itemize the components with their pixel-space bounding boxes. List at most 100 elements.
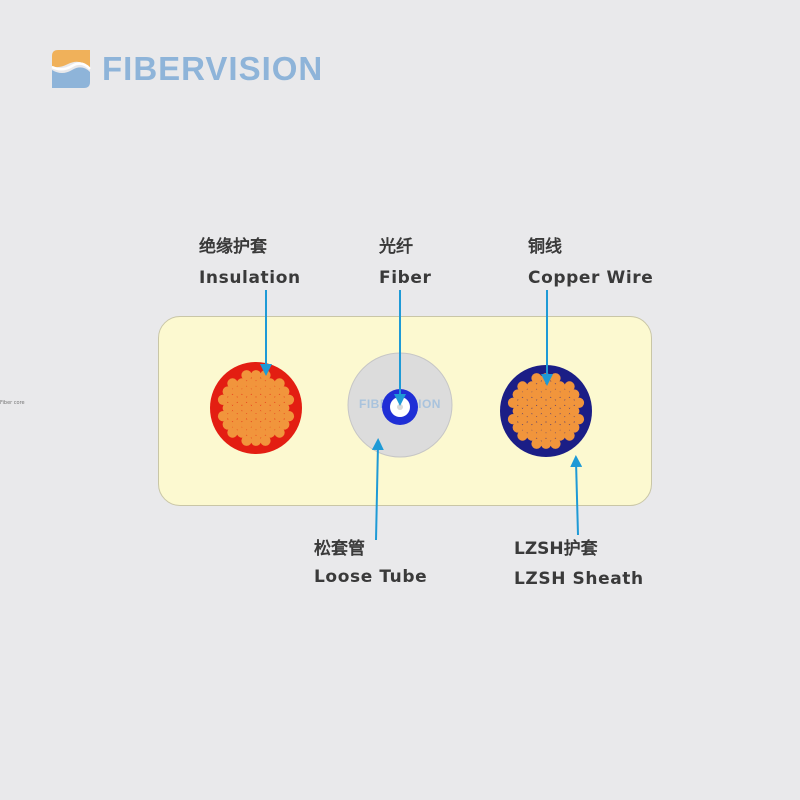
- copper-strand: [241, 386, 252, 397]
- copper-strand: [554, 430, 566, 441]
- copper-strand: [274, 378, 285, 389]
- copper-strand: [222, 402, 233, 414]
- copper-strand: [550, 438, 561, 449]
- copper-strand: [512, 389, 523, 400]
- copper-strand: [531, 438, 542, 449]
- copper-strand: [522, 405, 533, 417]
- copper-strand: [564, 430, 575, 441]
- copper-strand: [232, 386, 243, 397]
- copper-strand: [222, 386, 233, 397]
- copper-strand: [250, 402, 262, 414]
- copper-strand: [264, 378, 276, 389]
- copper-strand: [227, 394, 238, 405]
- copper-strand: [217, 411, 229, 422]
- copper-strand: [246, 394, 257, 405]
- copper-strand: [269, 419, 280, 430]
- copper-strand: [246, 427, 257, 438]
- label-fiber-cn: 光纤: [379, 237, 413, 257]
- copper-strand: [279, 402, 290, 414]
- copper-strand: [264, 394, 276, 405]
- copper-strands-right: [507, 373, 585, 449]
- copper-strand: [269, 386, 280, 397]
- label-sheath-cn: LZSH护套: [514, 539, 598, 559]
- copper-strand: [241, 402, 252, 414]
- copper-strand: [232, 402, 243, 414]
- copper-strand: [217, 394, 229, 405]
- copper-strand: [517, 414, 528, 425]
- copper-strand: [264, 427, 276, 438]
- copper-strand: [236, 411, 248, 422]
- copper-strand: [564, 381, 575, 392]
- copper-strand: [274, 394, 285, 405]
- copper-strand: [274, 411, 285, 422]
- copper-strand: [227, 378, 238, 389]
- copper-strand: [255, 427, 266, 438]
- copper-strand: [526, 430, 538, 441]
- copper-strand: [260, 435, 271, 446]
- sheath-arrow: [570, 455, 583, 536]
- copper-strand: [550, 389, 561, 400]
- copper-strand: [260, 419, 271, 430]
- copper-strand: [255, 394, 266, 405]
- copper-strand: [559, 389, 570, 400]
- copper-strand: [522, 389, 533, 400]
- copper-strand: [512, 405, 523, 417]
- copper-strand: [274, 427, 285, 438]
- copper-strand: [279, 419, 290, 430]
- copper-strand: [236, 394, 248, 405]
- fiber-core: [397, 404, 403, 410]
- copper-strand: [531, 373, 542, 384]
- copper-strand: [536, 430, 547, 441]
- copper-strand: [531, 405, 542, 417]
- copper-strand: [531, 422, 542, 433]
- copper-strand: [232, 419, 243, 430]
- copper-strand: [569, 389, 580, 400]
- copper-strand: [241, 435, 252, 446]
- copper-strand: [517, 381, 528, 392]
- copper-strand: [569, 405, 580, 417]
- copper-strand: [554, 397, 566, 408]
- copper-strand: [569, 422, 580, 433]
- copper-strand: [536, 397, 547, 408]
- copper-strand: [540, 405, 552, 417]
- copper-strand: [507, 397, 519, 408]
- copper-strand: [554, 414, 566, 425]
- copper-strand: [241, 419, 252, 430]
- copper-strand: [540, 438, 552, 449]
- copper-strand: [545, 414, 556, 425]
- copper-strand: [246, 378, 257, 389]
- copper-strands-left: [217, 370, 295, 446]
- copper-strand: [283, 394, 295, 405]
- copper-strand: [545, 397, 556, 408]
- copper-strand: [255, 378, 266, 389]
- copper-strand: [526, 414, 538, 425]
- copper-strand: [559, 405, 570, 417]
- copper-strand: [269, 402, 280, 414]
- copper-strand: [554, 381, 566, 392]
- brand-name: FIBERVISION: [102, 50, 324, 87]
- copper-strand: [283, 411, 295, 422]
- copper-strand: [526, 381, 538, 392]
- copper-strand: [559, 422, 570, 433]
- label-loose-tube-en: Loose Tube: [314, 567, 428, 587]
- copper-strand: [573, 397, 585, 408]
- insulated-conductor-right: [500, 365, 592, 457]
- copper-strand: [264, 411, 276, 422]
- copper-strand: [564, 414, 575, 425]
- copper-strand: [517, 397, 528, 408]
- copper-strand: [531, 389, 542, 400]
- insulated-conductor-left: [210, 362, 302, 454]
- label-loose-tube-cn: 松套管: [314, 539, 365, 559]
- copper-strand: [507, 414, 519, 425]
- copper-strand: [250, 435, 262, 446]
- label-insulation-en: Insulation: [199, 268, 301, 288]
- copper-strand: [250, 419, 262, 430]
- copper-strand: [255, 411, 266, 422]
- copper-strand: [540, 422, 552, 433]
- copper-strand: [573, 414, 585, 425]
- label-copper-en: Copper Wire: [528, 268, 654, 288]
- copper-strand: [250, 386, 262, 397]
- copper-strand: [246, 411, 257, 422]
- label-sheath-en: LZSH Sheath: [514, 569, 644, 589]
